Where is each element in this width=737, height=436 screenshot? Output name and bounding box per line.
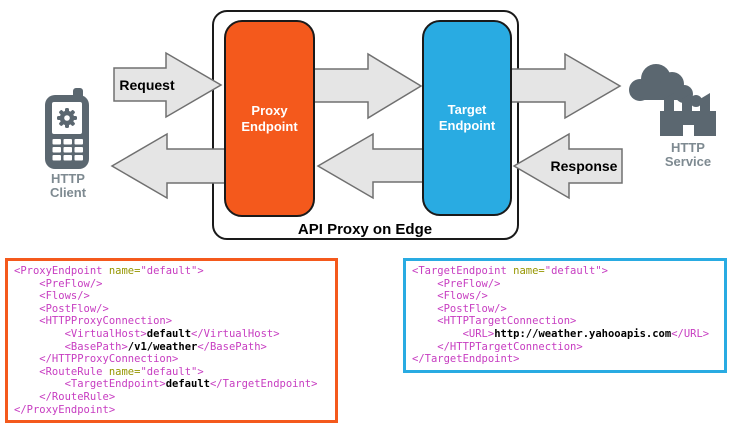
code-line: </RouteRule> <box>14 391 329 404</box>
code-token-tag: </TargetEndpoint> <box>412 353 520 366</box>
gear-icon <box>57 108 77 128</box>
code-line: <HTTPProxyConnection> <box>14 315 329 328</box>
target-endpoint-code-block: <TargetEndpoint name="default"> <PreFlow… <box>403 258 727 373</box>
code-token-tag: </RouteRule> <box>14 390 116 403</box>
target-endpoint-label-line2: Endpoint <box>438 118 496 133</box>
code-line: </ProxyEndpoint> <box>14 404 329 417</box>
code-line: </HTTPTargetConnection> <box>412 341 718 354</box>
code-line: <URL>http://weather.yahooapis.com</URL> <box>412 328 718 341</box>
code-token-tag: </HTTPProxyConnection> <box>14 353 179 366</box>
code-token-tag: <Flows/> <box>14 290 90 303</box>
request-label: Request <box>119 77 175 93</box>
http-client-icon <box>45 88 89 169</box>
proxy-to-target-arrow <box>313 52 423 120</box>
code-token-text: http://weather.yahooapis.com <box>494 327 672 340</box>
code-line: <HTTPTargetConnection> <box>412 315 718 328</box>
code-line: <TargetEndpoint>default</TargetEndpoint> <box>14 378 329 391</box>
code-line: <Flows/> <box>412 290 718 303</box>
code-token-attr: name= <box>102 265 141 277</box>
code-token-tag: </VirtualHost> <box>191 327 280 340</box>
code-token-tag: <RouteRule <box>14 365 103 378</box>
code-token-tag: <BasePath> <box>14 340 128 353</box>
code-line: <VirtualHost>default</VirtualHost> <box>14 328 329 341</box>
code-line: </TargetEndpoint> <box>412 353 718 366</box>
code-line: </HTTPProxyConnection> <box>14 353 329 366</box>
code-token-text: /v1/weather <box>127 340 198 353</box>
proxy-endpoint-code-block: <ProxyEndpoint name="default"> <PreFlow/… <box>5 258 338 423</box>
target-to-service-arrow <box>510 52 622 120</box>
code-token-tag: </HTTPTargetConnection> <box>412 340 583 353</box>
code-token-attr: name= <box>506 265 545 277</box>
code-token-tag: <TargetEndpoint <box>412 265 507 277</box>
target-endpoint-label-line1: Target <box>447 102 487 117</box>
factory-icon <box>660 93 716 136</box>
response-to-client-arrow <box>110 132 230 200</box>
code-line: <PostFlow/> <box>412 303 718 316</box>
code-token-tag: <Flows/> <box>412 290 488 303</box>
code-line: <PostFlow/> <box>14 303 329 316</box>
code-line: <RouteRule name="default"> <box>14 366 329 379</box>
code-token-tag: > <box>601 265 608 277</box>
code-line: <PreFlow/> <box>14 278 329 291</box>
http-service-icon <box>629 64 716 136</box>
code-token-tag: <PreFlow/> <box>412 277 501 290</box>
http-service-label: HTTP Service <box>664 140 712 169</box>
proxy-endpoint-label-line1: Proxy <box>251 102 288 118</box>
code-token-tag: <PostFlow/> <box>412 302 507 315</box>
code-line: <TargetEndpoint name="default"> <box>412 265 718 278</box>
code-token-attr: name= <box>102 365 141 378</box>
code-token-tag: <HTTPTargetConnection> <box>412 315 577 328</box>
phone-keypad <box>52 139 83 161</box>
code-token-tag: <PreFlow/> <box>14 277 103 290</box>
response-arrow <box>512 132 623 200</box>
code-token-val: "default" <box>140 265 198 277</box>
code-token-tag: </URL> <box>671 327 710 340</box>
code-token-tag: </ProxyEndpoint> <box>14 403 116 416</box>
api-proxy-on-edge-label: API Proxy on Edge <box>297 221 433 238</box>
code-token-text: default <box>165 378 210 391</box>
response-label: Response <box>550 158 618 174</box>
code-token-tag: > <box>197 265 204 277</box>
code-token-tag: <TargetEndpoint> <box>14 378 166 391</box>
target-endpoint-box: Target Endpoint <box>422 20 512 216</box>
code-token-val: "default" <box>544 265 602 277</box>
http-client-label: HTTP Client <box>49 171 87 200</box>
code-token-text: default <box>146 327 192 340</box>
code-token-tag: <HTTPProxyConnection> <box>14 315 173 328</box>
code-token-val: "default" <box>140 365 198 378</box>
request-arrow <box>113 51 223 119</box>
code-token-tag: <ProxyEndpoint <box>14 265 103 277</box>
code-token-tag: <URL> <box>412 327 495 340</box>
code-token-tag: > <box>197 365 204 378</box>
code-line: <PreFlow/> <box>412 278 718 291</box>
code-token-tag: </TargetEndpoint> <box>209 378 318 391</box>
code-token-tag: <VirtualHost> <box>14 327 147 340</box>
code-token-tag: <PostFlow/> <box>14 302 109 315</box>
proxy-endpoint-box: Proxy Endpoint <box>224 20 315 217</box>
code-token-tag: </BasePath> <box>197 340 267 353</box>
architecture-diagram <box>45 10 716 240</box>
target-to-proxy-arrow <box>316 132 428 200</box>
proxy-endpoint-label-line2: Endpoint <box>241 118 298 134</box>
code-line: <BasePath>/v1/weather</BasePath> <box>14 341 329 354</box>
code-line: <Flows/> <box>14 290 329 303</box>
code-line: <ProxyEndpoint name="default"> <box>14 265 329 278</box>
